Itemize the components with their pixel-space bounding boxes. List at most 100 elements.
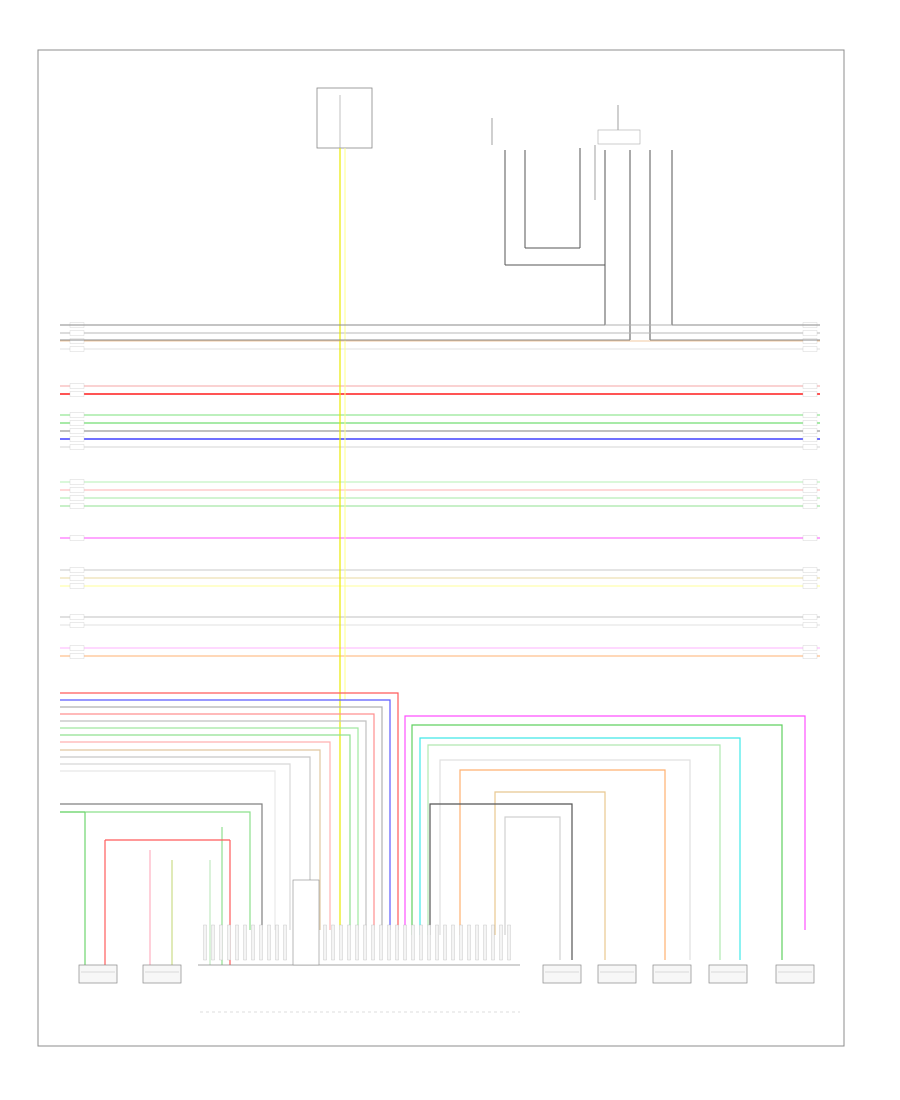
- connector-pin: [435, 924, 439, 961]
- wire-label-right: [802, 428, 818, 434]
- wire-label-right: [802, 420, 818, 426]
- wire-label-right: [802, 645, 818, 651]
- speaker-body: [142, 964, 182, 984]
- connector-pin: [499, 924, 503, 961]
- wire-label-left: [69, 645, 85, 651]
- connector-pin: [347, 924, 351, 961]
- wire-label-left: [69, 330, 85, 336]
- routed-wire: [60, 756, 311, 930]
- wire-label-right: [802, 653, 818, 659]
- speaker-wire: [494, 791, 606, 960]
- connector-pin: [203, 924, 207, 961]
- connector-pin: [395, 924, 399, 961]
- wire-label-right: [802, 622, 818, 628]
- connector-pin: [259, 924, 263, 961]
- connector-pin: [419, 924, 423, 961]
- speaker-wire: [411, 724, 783, 960]
- audio-unit-connector: [198, 879, 520, 1013]
- routed-wire: [60, 770, 276, 930]
- wire-label-right: [802, 583, 818, 589]
- speaker-body: [597, 964, 637, 984]
- left-front-speaker: [78, 964, 118, 984]
- speaker-wire: [404, 715, 806, 935]
- connector-pin: [331, 924, 335, 961]
- connector-pin: [339, 924, 343, 961]
- connector-pin: [467, 924, 471, 961]
- connector-pin: [275, 924, 279, 961]
- subwoofer-speaker: [775, 964, 815, 984]
- speaker-wire: [439, 759, 691, 960]
- wire-label-right: [802, 503, 818, 509]
- connector-pin: [211, 924, 215, 961]
- connector-pin: [355, 924, 359, 961]
- connector-pin: [459, 924, 463, 961]
- wire-label-left: [69, 338, 85, 344]
- wire-label-left: [69, 583, 85, 589]
- connector-pin: [363, 924, 367, 961]
- top-module-center: [491, 118, 605, 266]
- wire-bus: [60, 322, 820, 659]
- wire-label-left: [69, 391, 85, 397]
- wire-label-left: [69, 444, 85, 450]
- wire-label-left: [69, 575, 85, 581]
- connector-pin: [323, 924, 327, 961]
- wire-label-left: [69, 503, 85, 509]
- wire-label-right: [802, 338, 818, 344]
- wire-label-left: [69, 428, 85, 434]
- wire-label-right: [802, 412, 818, 418]
- wire-label-left: [69, 622, 85, 628]
- speaker-body: [652, 964, 692, 984]
- speaker-wire: [504, 816, 561, 960]
- routed-wire: [60, 734, 351, 930]
- connector-pin: [235, 924, 239, 961]
- routed-wire: [60, 692, 399, 930]
- wire-label-left: [69, 653, 85, 659]
- speaker-body: [78, 964, 118, 984]
- connector-pin: [283, 924, 287, 961]
- connector-pin: [507, 924, 511, 961]
- wire-label-right: [802, 614, 818, 620]
- speaker-wire: [429, 803, 573, 960]
- routed-wire: [60, 763, 291, 930]
- routed-wire: [60, 713, 375, 930]
- diagram-frame: [37, 49, 845, 1047]
- wire-label-right: [802, 330, 818, 336]
- right-rear-speaker: [708, 964, 748, 984]
- wire-label-left: [69, 495, 85, 501]
- connector-pin: [379, 924, 383, 961]
- wire-label-left: [69, 487, 85, 493]
- wire-label-right: [802, 479, 818, 485]
- wire-label-left: [69, 567, 85, 573]
- left-tweeter: [652, 964, 692, 984]
- wire-label-left: [69, 412, 85, 418]
- wire-label-left: [69, 436, 85, 442]
- wire-label-left: [69, 420, 85, 426]
- speaker-wire: [459, 769, 666, 960]
- connector-pin: [443, 924, 447, 961]
- speaker-row: [78, 964, 815, 984]
- wire-label-right: [802, 567, 818, 573]
- routed-wire: [60, 741, 331, 930]
- routed-wire: [60, 727, 359, 930]
- speaker-body: [708, 964, 748, 984]
- routed-wire: [60, 720, 367, 930]
- connector-pin: [491, 924, 495, 961]
- right-front-speaker: [142, 964, 182, 984]
- speaker-wire: [419, 737, 741, 960]
- routed-wire: [60, 803, 263, 930]
- connector-pin: [219, 924, 223, 961]
- wire-label-right: [802, 575, 818, 581]
- wire-label-left: [69, 383, 85, 389]
- connector-pin: [251, 924, 255, 961]
- connector-pin: [475, 924, 479, 961]
- wire-label-right: [802, 444, 818, 450]
- routed-wire: [60, 699, 391, 930]
- speaker-body: [775, 964, 815, 984]
- wire-label-right: [802, 436, 818, 442]
- routed-wire: [60, 811, 251, 930]
- wire-label-right: [802, 346, 818, 352]
- speaker-body: [542, 964, 582, 984]
- wire-label-right: [802, 495, 818, 501]
- right-tweeter: [597, 964, 637, 984]
